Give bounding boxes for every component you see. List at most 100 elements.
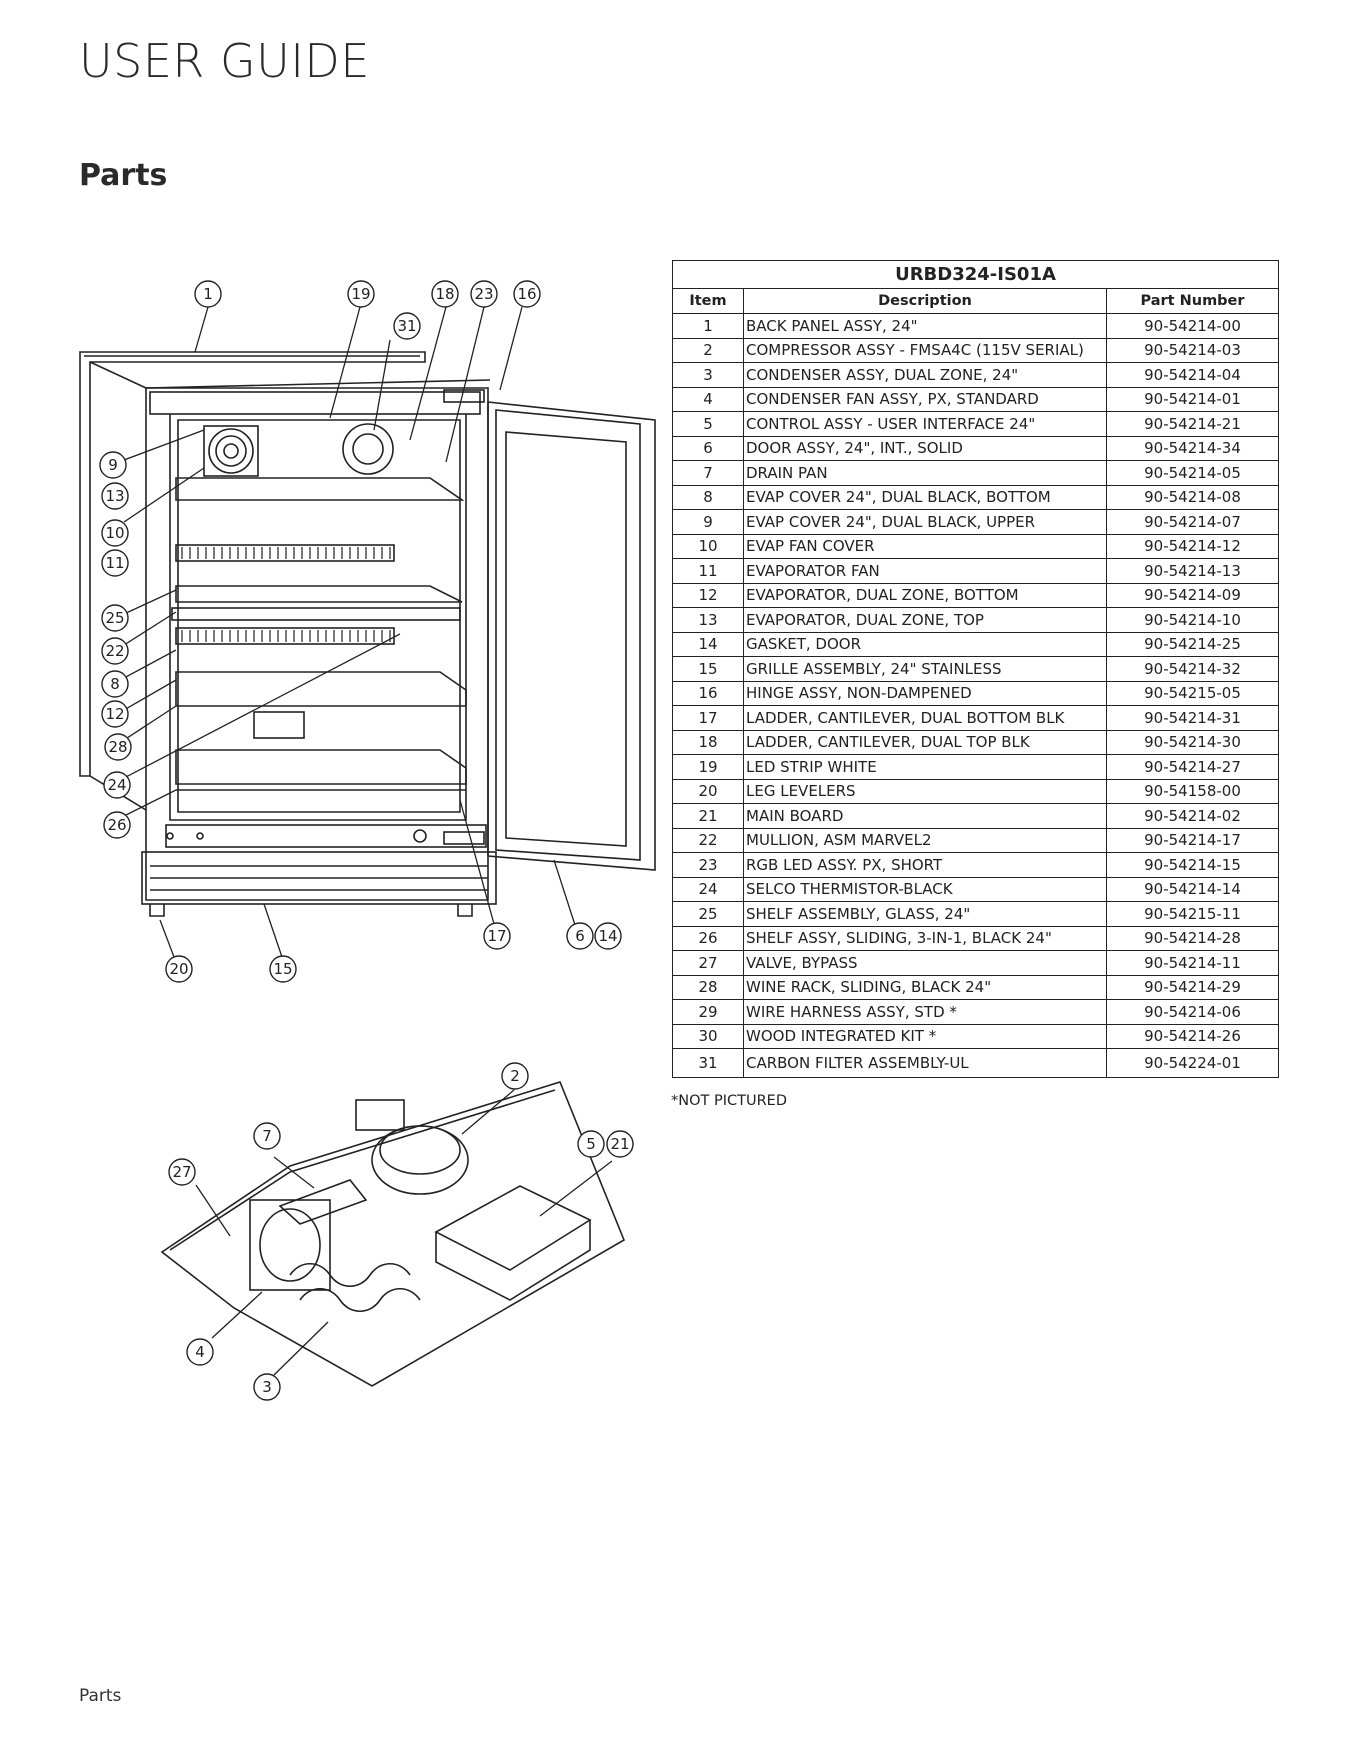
cell-part-number: 90-54214-10: [1106, 607, 1279, 633]
cell-item: 15: [672, 656, 744, 682]
cell-part-number: 90-54214-06: [1106, 999, 1279, 1025]
cell-description: MAIN BOARD: [743, 803, 1107, 829]
callout-27: 27: [172, 1163, 191, 1181]
table-header-row: Item Description Part Number: [672, 288, 1279, 314]
cell-description: GASKET, DOOR: [743, 631, 1107, 657]
cell-description: WOOD INTEGRATED KIT *: [743, 1023, 1107, 1049]
cell-description: WIRE HARNESS ASSY, STD *: [743, 999, 1107, 1025]
callout-15: 15: [273, 960, 292, 978]
callout-9: 9: [108, 456, 118, 474]
cell-part-number: 90-54214-34: [1106, 435, 1279, 461]
cell-description: LED STRIP WHITE: [743, 754, 1107, 780]
cell-description: CARBON FILTER ASSEMBLY-UL: [743, 1048, 1107, 1078]
cell-part-number: 90-54158-00: [1106, 778, 1279, 804]
cell-description: EVAPORATOR, DUAL ZONE, BOTTOM: [743, 582, 1107, 608]
cell-description: CONDENSER FAN ASSY, PX, STANDARD: [743, 386, 1107, 412]
cell-item: 2: [672, 337, 744, 363]
cell-item: 21: [672, 803, 744, 829]
document-header: USER GUIDE: [79, 34, 370, 88]
cell-part-number: 90-54224-01: [1106, 1048, 1279, 1078]
callout-18: 18: [435, 285, 454, 303]
cell-item: 30: [672, 1023, 744, 1049]
cell-item: 17: [672, 705, 744, 731]
cell-part-number: 90-54215-11: [1106, 901, 1279, 927]
cell-part-number: 90-54214-12: [1106, 533, 1279, 559]
cell-description: SELCO THERMISTOR-BLACK: [743, 876, 1107, 902]
callout-16: 16: [517, 285, 536, 303]
cell-description: EVAPORATOR FAN: [743, 558, 1107, 584]
cell-part-number: 90-54214-15: [1106, 852, 1279, 878]
callout-19: 19: [351, 285, 370, 303]
callout-22: 22: [105, 642, 124, 660]
cell-description: SHELF ASSEMBLY, GLASS, 24": [743, 901, 1107, 927]
page-footer-label: Parts: [79, 1686, 122, 1706]
callout-layer: 1 19 18 23 16 31 9 13 10 11 25 22 8 12 2…: [99, 280, 634, 1401]
cell-item: 13: [672, 607, 744, 633]
cell-description: LEG LEVELERS: [743, 778, 1107, 804]
cell-item: 19: [672, 754, 744, 780]
callout-24: 24: [107, 776, 126, 794]
cell-item: 12: [672, 582, 744, 608]
callout-2: 2: [510, 1067, 520, 1085]
section-title: Parts: [79, 158, 168, 193]
cell-item: 7: [672, 460, 744, 486]
cell-part-number: 90-54214-25: [1106, 631, 1279, 657]
cell-description: DRAIN PAN: [743, 460, 1107, 486]
cell-part-number: 90-54215-05: [1106, 680, 1279, 706]
cell-item: 16: [672, 680, 744, 706]
callout-12: 12: [105, 705, 124, 723]
cell-item: 14: [672, 631, 744, 657]
cell-item: 28: [672, 974, 744, 1000]
callout-10: 10: [105, 524, 124, 542]
parts-table: URBD324-IS01A Item Description Part Numb…: [672, 260, 1279, 1078]
cell-part-number: 90-54214-32: [1106, 656, 1279, 682]
cell-item: 6: [672, 435, 744, 461]
callout-13: 13: [105, 487, 124, 505]
cell-description: COMPRESSOR ASSY - FMSA4C (115V SERIAL): [743, 337, 1107, 363]
cell-description: SHELF ASSY, SLIDING, 3-IN-1, BLACK 24": [743, 925, 1107, 951]
column-header-item: Item: [672, 288, 744, 314]
refrigerator-exploded-diagram: [79, 306, 656, 958]
cell-description: VALVE, BYPASS: [743, 950, 1107, 976]
callout-17: 17: [487, 927, 506, 945]
cell-part-number: 90-54214-07: [1106, 509, 1279, 535]
cell-description: LADDER, CANTILEVER, DUAL TOP BLK: [743, 729, 1107, 755]
callout-1: 1: [203, 285, 213, 303]
cell-part-number: 90-54214-28: [1106, 925, 1279, 951]
cell-part-number: 90-54214-01: [1106, 386, 1279, 412]
cell-part-number: 90-54214-00: [1106, 313, 1279, 339]
cell-description: EVAP COVER 24", DUAL BLACK, BOTTOM: [743, 484, 1107, 510]
cell-item: 1: [672, 313, 744, 339]
cell-part-number: 90-54214-03: [1106, 337, 1279, 363]
cell-part-number: 90-54214-29: [1106, 974, 1279, 1000]
callout-3: 3: [262, 1378, 272, 1396]
cell-part-number: 90-54214-30: [1106, 729, 1279, 755]
cell-item: 8: [672, 484, 744, 510]
callout-25: 25: [105, 609, 124, 627]
cell-description: DOOR ASSY, 24", INT., SOLID: [743, 435, 1107, 461]
callout-6: 6: [575, 927, 585, 945]
